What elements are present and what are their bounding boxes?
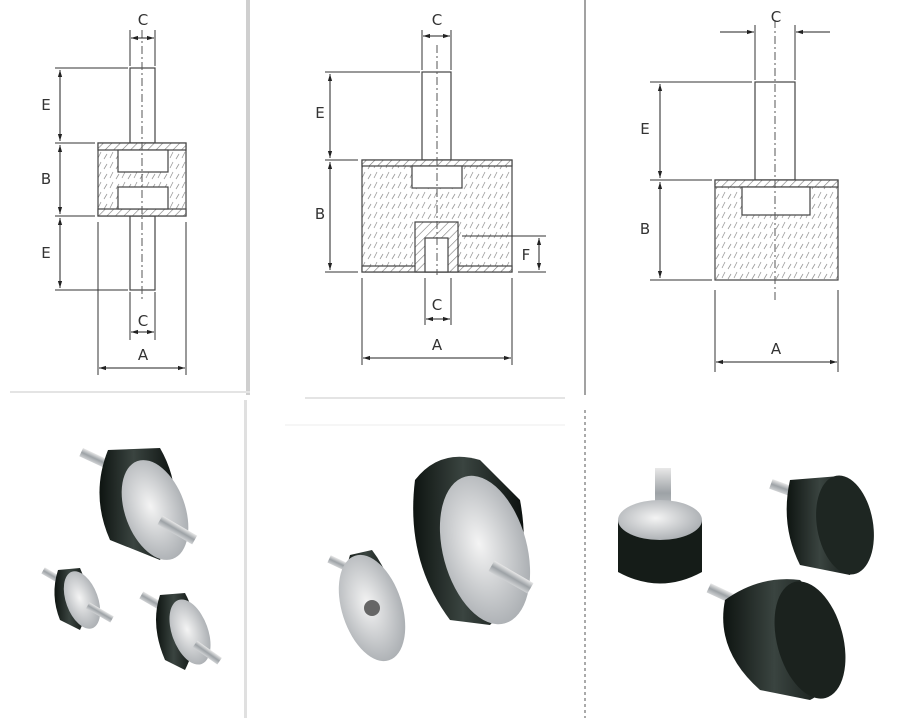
dimension-label-b: B [315,205,325,223]
dimension-label-b: B [41,170,51,188]
dimension-label-e: E [640,120,649,138]
diagram-single-stud: C E B A [640,8,839,372]
dimension-label-a: A [771,340,782,358]
photo-double-stud-mounts [41,448,222,670]
dimension-label-c: C [432,11,442,29]
photo-single-stud-mounts [618,468,874,700]
dimension-label-a: A [138,346,149,364]
dimension-label-c: C [138,312,148,330]
diagram-stud-female: C E B F C A [315,11,546,365]
diagram-double-stud: C E B E C A [41,11,187,375]
dimension-label-f: F [522,246,531,264]
dimension-label-e: E [315,104,324,122]
dimension-label-b: B [640,220,650,238]
dimension-label-c: C [138,11,148,29]
column-divider [246,0,250,395]
dimension-label-c: C [771,8,781,26]
dimension-label-e: E [41,96,50,114]
dimension-label-e: E [41,244,50,262]
dimension-label-a: A [432,336,443,354]
photo-stud-female-mounts [327,456,534,662]
dimension-label-c: C [432,296,442,314]
